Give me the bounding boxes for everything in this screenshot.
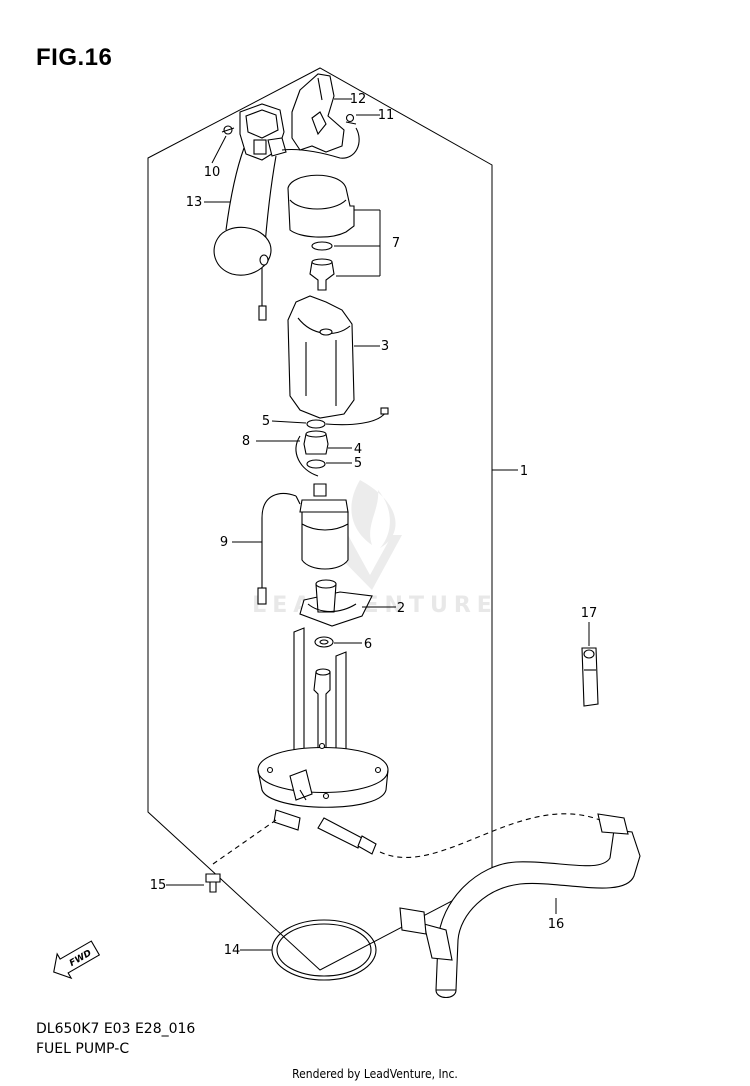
callout-14: 14 <box>224 943 241 958</box>
render-credit: Rendered by LeadVenture, Inc. <box>292 1067 458 1081</box>
lead-wire-8 <box>295 407 389 477</box>
figure-title: FIG.16 <box>36 44 113 71</box>
o-ring-5-lower <box>306 459 326 469</box>
callout-1: 1 <box>520 464 528 479</box>
fuel-strainer-2 <box>299 579 373 627</box>
callout-4: 4 <box>354 442 362 457</box>
callout-8: 8 <box>242 434 250 449</box>
clamp-17 <box>581 647 599 707</box>
pressure-regulator-7 <box>287 174 355 291</box>
bracket-12 <box>291 73 345 153</box>
watermark-text: LEADVENTURE <box>252 593 498 618</box>
pump-bracket-plate <box>257 627 389 855</box>
callout-13: 13 <box>186 195 203 210</box>
screw-11 <box>345 113 357 125</box>
callout-6: 6 <box>364 637 372 652</box>
fuel-hose-16 <box>379 813 641 999</box>
fwd-arrow-icon: FWD <box>53 940 101 980</box>
callout-12: 12 <box>350 92 367 107</box>
leader-line-10 <box>211 135 227 164</box>
callout-11: 11 <box>378 108 395 123</box>
o-ring-5-upper <box>306 419 326 429</box>
leader-line-5a <box>271 420 307 424</box>
cushion-6 <box>314 636 334 648</box>
callout-leaders <box>166 98 590 951</box>
pump-case-3 <box>287 295 355 419</box>
model-code: DL650K7 E03 E28_016 <box>36 1021 196 1037</box>
callout-15: 15 <box>150 878 167 893</box>
fuel-pump-9 <box>257 483 349 605</box>
leadventure-watermark: LEADVENTURE <box>252 480 498 618</box>
screw-10 <box>221 125 235 135</box>
callout-5a: 5 <box>262 414 270 429</box>
gasket-14 <box>271 919 377 981</box>
callout-10: 10 <box>204 165 221 180</box>
callout-5b: 5 <box>354 456 362 471</box>
fuel-level-sender <box>213 103 360 321</box>
callout-9: 9 <box>220 535 228 550</box>
callout-7: 7 <box>392 236 400 251</box>
fuel-filter-4 <box>303 430 329 455</box>
callout-2: 2 <box>397 601 405 616</box>
section-name: FUEL PUMP-C <box>36 1041 130 1057</box>
callout-17: 17 <box>581 606 598 621</box>
callout-3: 3 <box>381 339 389 354</box>
callout-16: 16 <box>548 917 565 932</box>
bolt-15 <box>205 819 277 893</box>
